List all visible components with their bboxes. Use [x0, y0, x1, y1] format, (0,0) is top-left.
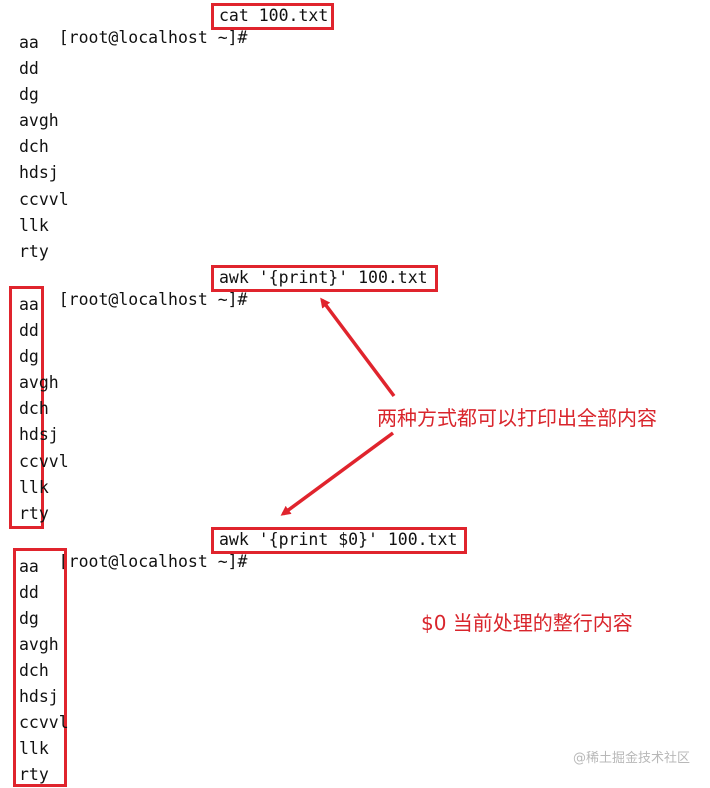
output-line: avgh [19, 111, 59, 130]
output-line: dg [19, 347, 39, 366]
output-line: llk [19, 216, 49, 235]
command-awk-print: awk '{print}' 100.txt [219, 268, 428, 287]
output-line: rty [19, 242, 49, 261]
output-line: aa [19, 557, 39, 576]
output-line: dg [19, 85, 39, 104]
highlight-box-awk-dollar0-command [211, 527, 467, 554]
annotation-dollar-zero: $0 当前处理的整行内容 [421, 611, 633, 635]
highlight-box-cat-command [211, 3, 334, 30]
output-line: hdsj [19, 163, 59, 182]
command-line-awk-print-dollar0: [root@localhost ~]# [19, 529, 248, 571]
highlight-box-awk-dollar0-output [13, 548, 67, 787]
output-line: aa [19, 295, 39, 314]
output-line: dch [19, 661, 49, 680]
shell-prompt: [root@localhost ~]# [58, 290, 248, 309]
highlight-box-awk-print-output [9, 286, 44, 529]
highlight-box-awk-print-command [211, 265, 438, 292]
command-cat: cat 100.txt [219, 6, 329, 25]
output-line: llk [19, 739, 49, 758]
output-line: dch [19, 137, 49, 156]
output-line: dg [19, 609, 39, 628]
output-line: avgh [19, 635, 59, 654]
shell-prompt: [root@localhost ~]# [58, 28, 248, 47]
output-line: hdsj [19, 687, 59, 706]
arrow-up-to-awk-print [320, 297, 396, 398]
command-awk-print-dollar0: awk '{print $0}' 100.txt [219, 530, 458, 549]
output-line: dd [19, 59, 39, 78]
output-line: llk [19, 478, 49, 497]
output-line: dd [19, 583, 39, 602]
output-line: ccvvl [19, 190, 69, 209]
command-line-cat: [root@localhost ~]# [19, 5, 248, 47]
annotation-both-print-all: 两种方式都可以打印出全部内容 [377, 406, 657, 430]
output-line: ccvvl [19, 713, 69, 732]
output-line: rty [19, 765, 49, 784]
arrow-down-to-awk-dollar0 [280, 431, 395, 516]
output-line: avgh [19, 373, 59, 392]
output-line: ccvvl [19, 452, 69, 471]
output-line: dd [19, 321, 39, 340]
shell-prompt: [root@localhost ~]# [58, 552, 248, 571]
output-line: hdsj [19, 425, 59, 444]
output-line: rty [19, 504, 49, 523]
output-line: aa [19, 33, 39, 52]
command-line-awk-print: [root@localhost ~]# [19, 267, 248, 309]
watermark: @稀土掘金技术社区 [572, 751, 690, 766]
output-line: dch [19, 399, 49, 418]
